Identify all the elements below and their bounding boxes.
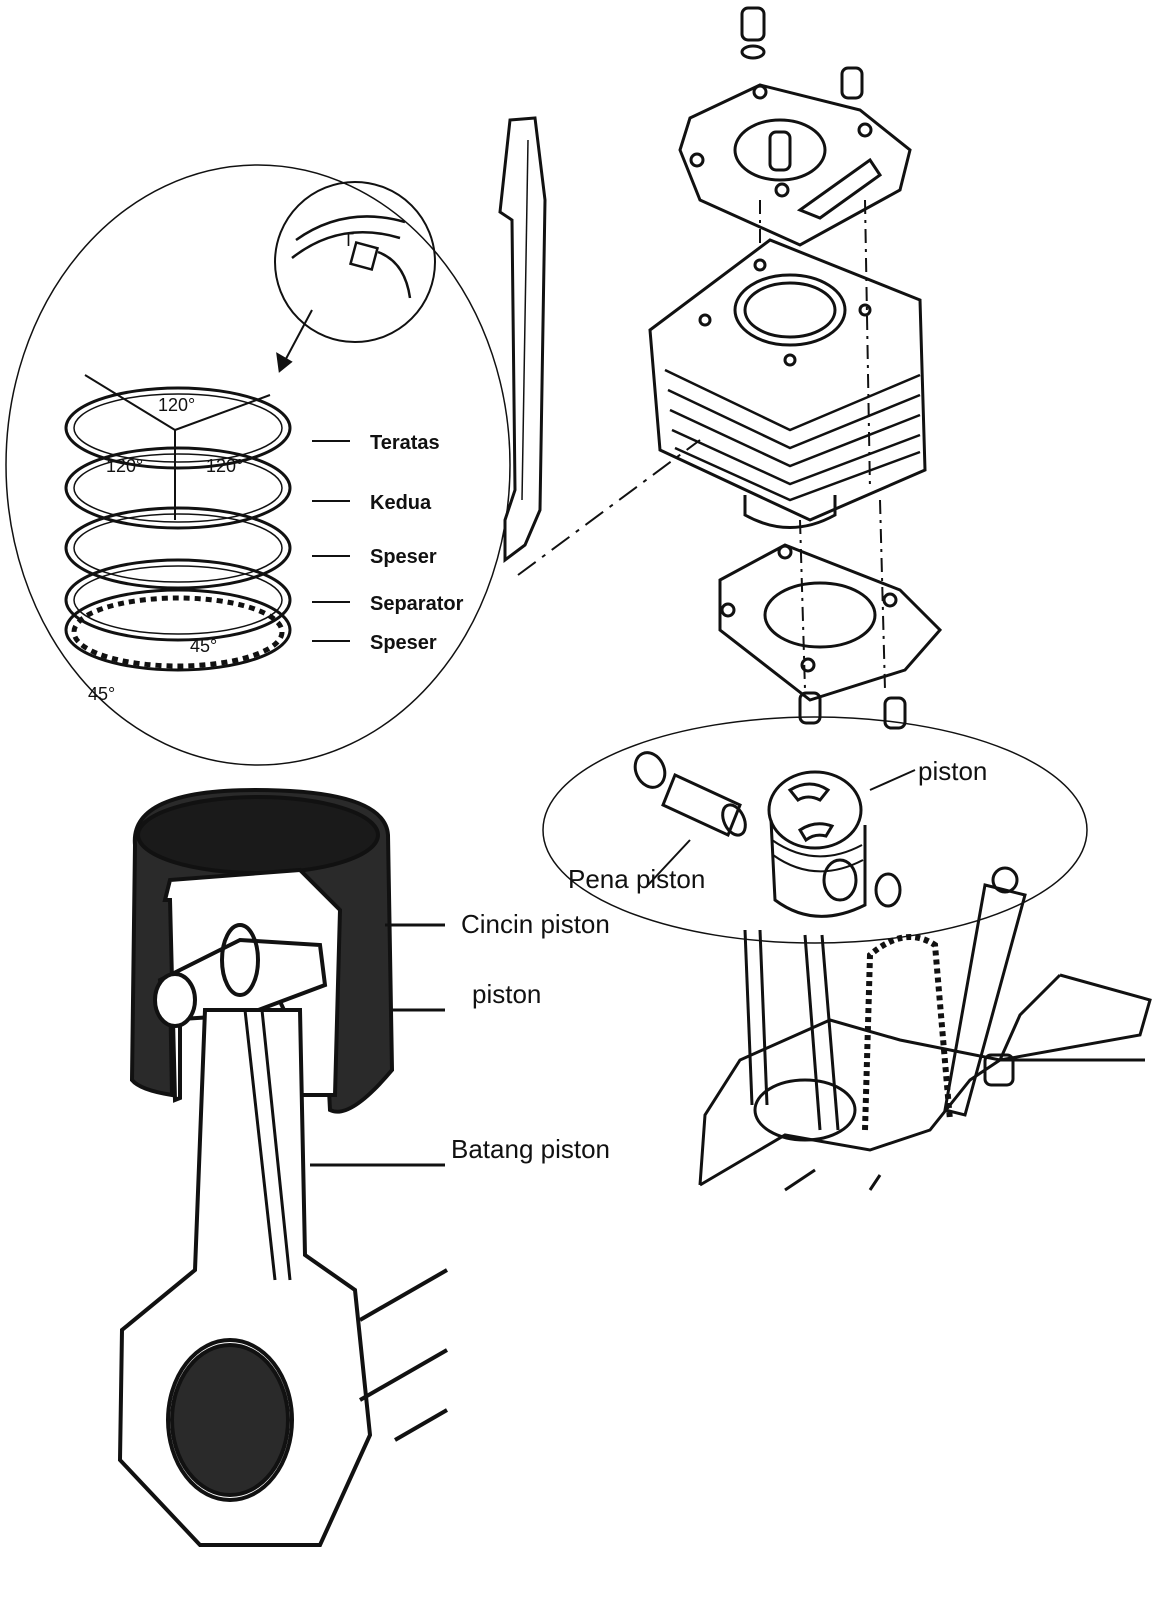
cylinder-head-gasket xyxy=(678,83,912,247)
ring-second xyxy=(64,446,292,530)
label-piston-conrod: piston xyxy=(472,979,541,1009)
label-speser-1: Speser xyxy=(370,546,437,568)
cylinder-base-gasket xyxy=(718,543,943,702)
ring-spacer-1 xyxy=(64,506,292,590)
piston-body xyxy=(769,819,867,918)
piston-ring-detail xyxy=(5,164,511,766)
chain-guide xyxy=(498,116,701,576)
dowel-pin xyxy=(883,696,907,730)
ring-gap-mark: T xyxy=(343,230,354,250)
circlip xyxy=(874,872,902,908)
conrod-detail xyxy=(117,787,448,1547)
label-speser-2: Speser xyxy=(370,632,437,654)
label-kedua: Kedua xyxy=(370,492,432,514)
piston-crown xyxy=(767,770,863,850)
label-cincin-piston: Cincin piston xyxy=(461,909,610,939)
crankcase xyxy=(698,866,1152,1192)
angle-45-lower: 45° xyxy=(190,636,217,656)
ring-separator xyxy=(64,558,292,642)
piston-pin xyxy=(661,772,742,838)
cylinder-assembly xyxy=(648,6,943,730)
angle-45-bottom: 45° xyxy=(88,684,115,704)
dowel-pin xyxy=(740,6,766,42)
label-separator: Separator xyxy=(370,593,464,615)
cylinder-block xyxy=(648,238,927,522)
dowel-pin xyxy=(798,691,822,725)
ring-gap-magnifier xyxy=(274,181,436,343)
ring-arrows xyxy=(312,440,350,642)
label-teratas: Teratas xyxy=(370,432,440,454)
label-piston-group: piston xyxy=(918,756,987,786)
piston-group-ellipse xyxy=(542,716,1088,944)
piston-group xyxy=(542,716,1088,944)
circlip xyxy=(633,751,667,789)
label-pena-piston: Pena piston xyxy=(568,864,705,894)
cam-chain xyxy=(862,934,953,1131)
angle-120-right: 120° xyxy=(206,456,243,476)
ring-spacer-2 xyxy=(64,588,292,672)
angle-120-left: 120° xyxy=(106,456,143,476)
dowel-pin xyxy=(840,66,864,100)
angle-120-top: 120° xyxy=(158,395,195,415)
big-end-bearing xyxy=(170,1343,290,1497)
label-batang-piston: Batang piston xyxy=(451,1134,610,1164)
ring-detail-ellipse xyxy=(5,164,511,766)
ring-top xyxy=(64,386,292,470)
